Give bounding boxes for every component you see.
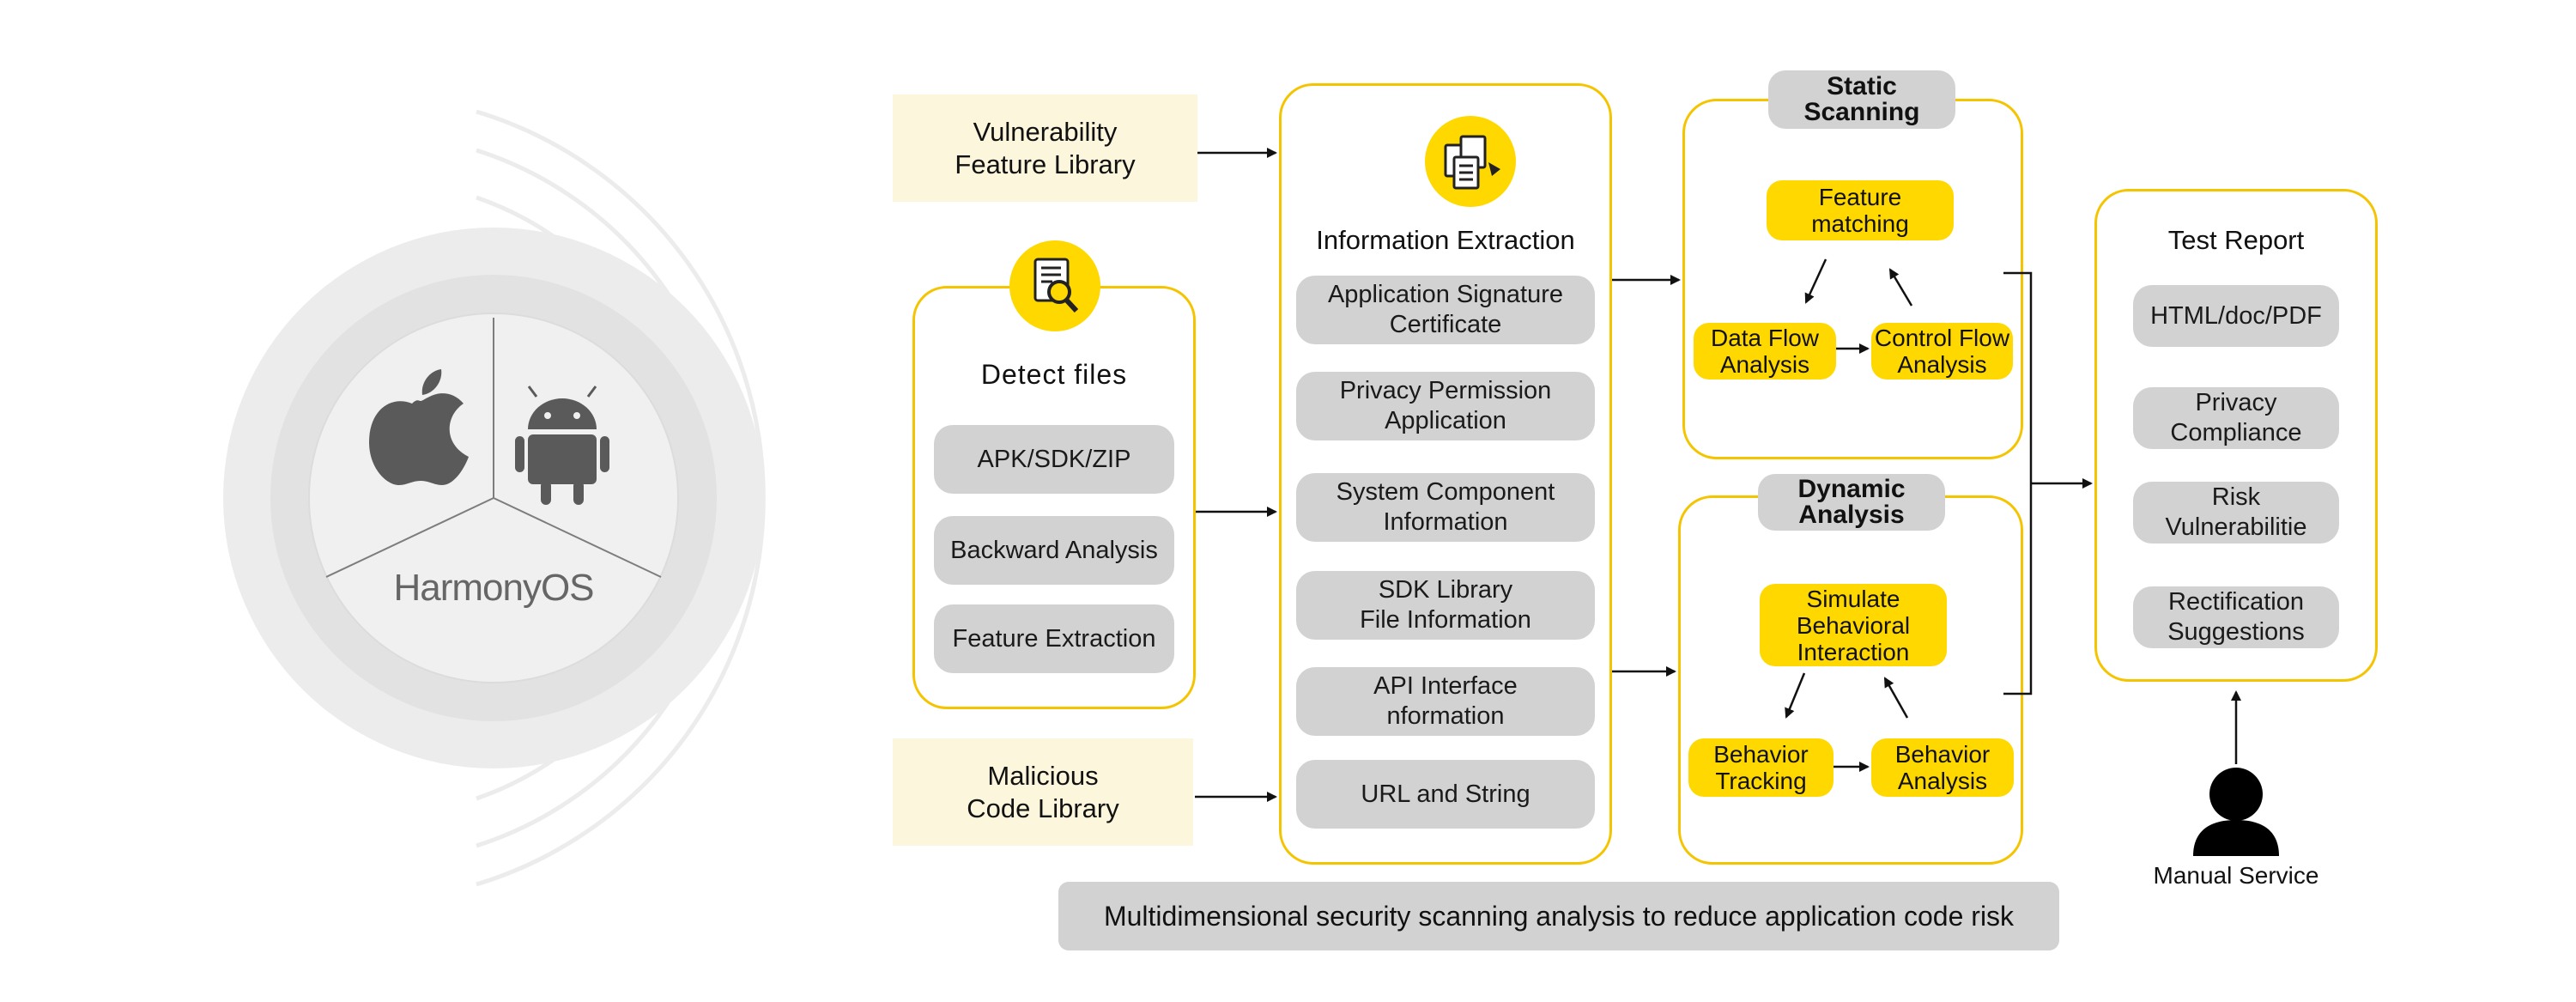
report-item-rectification-suggestions: Rectification Suggestions — [2133, 586, 2339, 648]
test-report-title: Test Report — [2167, 225, 2305, 255]
report-item-privacy-compliance: Privacy Compliance — [2133, 387, 2339, 449]
apple-icon — [369, 369, 469, 485]
documents-icon — [1444, 135, 1500, 190]
dynamic-analysis-tab: Dynamic Analysis — [1758, 474, 1945, 531]
static-scanning-tab: Static Scanning — [1768, 70, 1955, 129]
document-search-icon — [1033, 258, 1079, 313]
extraction-icon-badge — [1425, 116, 1516, 207]
detect-files-title: Detect files — [980, 359, 1128, 390]
manual-service-label: Manual Service — [2153, 862, 2319, 889]
control-flow-analysis-node: Control Flow Analysis — [1871, 323, 2013, 380]
android-icon — [515, 386, 609, 505]
simulate-behavioral-interaction-node: Simulate Behavioral Interaction — [1760, 584, 1947, 666]
extract-item-privacy-permission: Privacy Permission Application — [1296, 372, 1595, 440]
person-icon — [2193, 768, 2279, 856]
vulnerability-feature-library: Vulnerability Feature Library — [893, 94, 1197, 202]
static-scanning-panel — [1682, 99, 2023, 459]
behavior-tracking-node: Behavior Tracking — [1688, 738, 1834, 797]
extract-item-api-interface: API Interface nformation — [1296, 667, 1595, 736]
extract-item-url-string: URL and String — [1296, 760, 1595, 829]
extract-item-sdk-library: SDK Library File Information — [1296, 571, 1595, 640]
malicious-code-library: Malicious Code Library — [893, 738, 1193, 846]
data-flow-analysis-node: Data Flow Analysis — [1694, 323, 1836, 380]
feature-matching-node: Feature matching — [1767, 180, 1954, 240]
detect-item-apk: APK/SDK/ZIP — [934, 425, 1174, 494]
dynamic-analysis-panel — [1678, 495, 2023, 865]
harmonyos-logo: HarmonyOS — [393, 567, 594, 609]
detect-item-backward-analysis: Backward Analysis — [934, 516, 1174, 585]
extract-item-signature-certificate: Application Signature Certificate — [1296, 276, 1595, 344]
detect-files-icon-badge — [1009, 240, 1100, 331]
information-extraction-title: Information Extraction — [1316, 225, 1575, 255]
behavior-analysis-node: Behavior Analysis — [1871, 738, 2014, 797]
summary-banner: Multidimensional security scanning analy… — [1058, 882, 2059, 950]
report-item-risk-vulnerabilities: Risk Vulnerabilitie — [2133, 482, 2339, 544]
os-logo-graphic — [223, 109, 766, 887]
extract-item-system-component: System Component Information — [1296, 473, 1595, 542]
detect-item-feature-extraction: Feature Extraction — [934, 604, 1174, 673]
report-item-html-doc-pdf: HTML/doc/PDF — [2133, 285, 2339, 347]
